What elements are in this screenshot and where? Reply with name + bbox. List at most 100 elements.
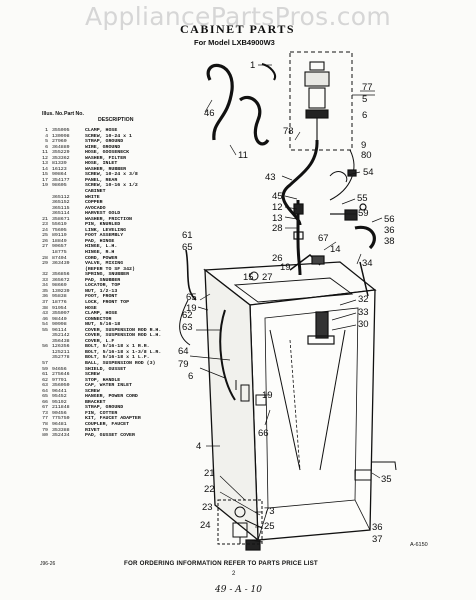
part-no: 355095 bbox=[52, 128, 70, 133]
part-no: 96114 bbox=[52, 327, 67, 333]
parts-row: CABINET bbox=[34, 189, 161, 195]
illus-no: 33 bbox=[42, 277, 48, 283]
part-no: 27960 bbox=[52, 139, 67, 145]
part-description: LOCATOR, TOP bbox=[85, 283, 121, 289]
col-part: Part No. bbox=[64, 111, 84, 117]
callout-14: 14 bbox=[330, 244, 341, 255]
callout-25: 25 bbox=[264, 521, 275, 532]
illus-no: 4 bbox=[45, 133, 48, 139]
illus-no: 77 bbox=[42, 416, 48, 422]
callout-35: 35 bbox=[381, 474, 392, 485]
illus-no: 5 bbox=[45, 139, 48, 145]
ordering-footer: FOR ORDERING INFORMATION REFER TO PARTS … bbox=[124, 560, 318, 567]
part-no: 365152 bbox=[52, 200, 70, 206]
illus-no: 54 bbox=[42, 322, 48, 328]
part-description: COVER, L.F bbox=[85, 338, 115, 344]
part-description: SCREW, 10-24 x 3/8 bbox=[85, 172, 138, 178]
part-description: HOSE, GOOSENECK bbox=[85, 150, 130, 156]
figure-code: A-6150 bbox=[410, 542, 428, 548]
callout-63: 63 bbox=[182, 322, 193, 333]
illus-no: 36 bbox=[42, 294, 48, 300]
watermark: AppliancePartsPros.com bbox=[84, 2, 392, 31]
inlet-hose-a bbox=[206, 63, 234, 141]
callout-12: 12 bbox=[272, 202, 283, 213]
callout-77: 77 bbox=[362, 82, 373, 93]
part-no: 89119 bbox=[52, 233, 67, 239]
part-description: WASHER, FILTER bbox=[85, 155, 127, 161]
callout-66: 66 bbox=[258, 428, 269, 439]
callout-43: 43 bbox=[265, 172, 276, 183]
illus-no: 55 bbox=[42, 327, 48, 333]
part-description: STRAP, GROUND bbox=[85, 139, 124, 145]
part-description: COPPER bbox=[85, 200, 103, 206]
part-no: 75605 bbox=[52, 227, 67, 233]
part-description: BOLT, 5/16-18 x 1 R.R. bbox=[85, 344, 150, 350]
part-description: FOOT ASSEMBLY bbox=[85, 233, 124, 239]
part-description: FOOT, FRONT bbox=[85, 294, 118, 300]
illus-no: 66 bbox=[42, 399, 48, 405]
callout-59: 59 bbox=[358, 208, 369, 219]
part-description: SHIELD, GUSSET bbox=[85, 366, 127, 372]
illus-no: 21 bbox=[42, 216, 48, 222]
col-description: DESCRIPTION bbox=[98, 117, 134, 123]
illus-no: 79 bbox=[42, 427, 48, 433]
callout-67: 67 bbox=[318, 233, 329, 244]
callout-54: 54 bbox=[363, 167, 374, 178]
illus-no: 43 bbox=[42, 311, 48, 317]
part-description: AVOCADO bbox=[85, 205, 106, 211]
callout-45: 45 bbox=[272, 191, 283, 202]
illus-no: 37 bbox=[42, 299, 48, 305]
col-illus: Illus. No. bbox=[42, 111, 64, 117]
illus-no: 6 bbox=[45, 144, 48, 150]
part-no: 94656 bbox=[52, 366, 67, 372]
part-no: 16123 bbox=[52, 166, 67, 172]
callout-30: 30 bbox=[358, 319, 369, 330]
part-description: VALVE, MIXING bbox=[85, 261, 124, 267]
part-description: BALL, SUSPENSION ROD (3) bbox=[85, 360, 156, 366]
part-no: 90456 bbox=[52, 410, 67, 416]
part-description: NUT, 1/2-13 bbox=[85, 288, 118, 294]
part-no: 90657 bbox=[52, 244, 67, 250]
callout-5: 5 bbox=[362, 94, 368, 105]
part-no: 363439 bbox=[52, 261, 70, 267]
part-no: 358671 bbox=[52, 216, 70, 222]
doc-code: J96-26 bbox=[40, 561, 56, 567]
part-no: 364889 bbox=[52, 144, 70, 150]
illus-no: 27 bbox=[42, 244, 48, 250]
illus-no: 25 bbox=[42, 233, 48, 239]
part-no: 353362 bbox=[52, 155, 70, 161]
part-description: BOLT, 5/16-18 x 1-3/8 L.R. bbox=[85, 349, 162, 355]
illus-no: 28 bbox=[42, 255, 48, 261]
part-description: HOSE bbox=[85, 305, 97, 311]
part-no: 130998 bbox=[52, 133, 70, 139]
callout-22: 22 bbox=[204, 484, 215, 495]
part-description: (REFER TO SF 342) bbox=[85, 266, 135, 272]
part-no: 98669 bbox=[52, 283, 67, 289]
parts-row: 5 27960 STRAP, GROUND bbox=[34, 139, 161, 145]
callout-64: 64 bbox=[178, 346, 189, 357]
part-description: WHITE bbox=[85, 194, 100, 200]
callout-36b: 36 bbox=[372, 522, 383, 533]
model-subtitle: For Model LXB4900W3 bbox=[194, 38, 275, 47]
part-no: 355097 bbox=[52, 311, 70, 317]
part-no: 354177 bbox=[52, 177, 70, 183]
callout-33: 33 bbox=[358, 307, 369, 318]
